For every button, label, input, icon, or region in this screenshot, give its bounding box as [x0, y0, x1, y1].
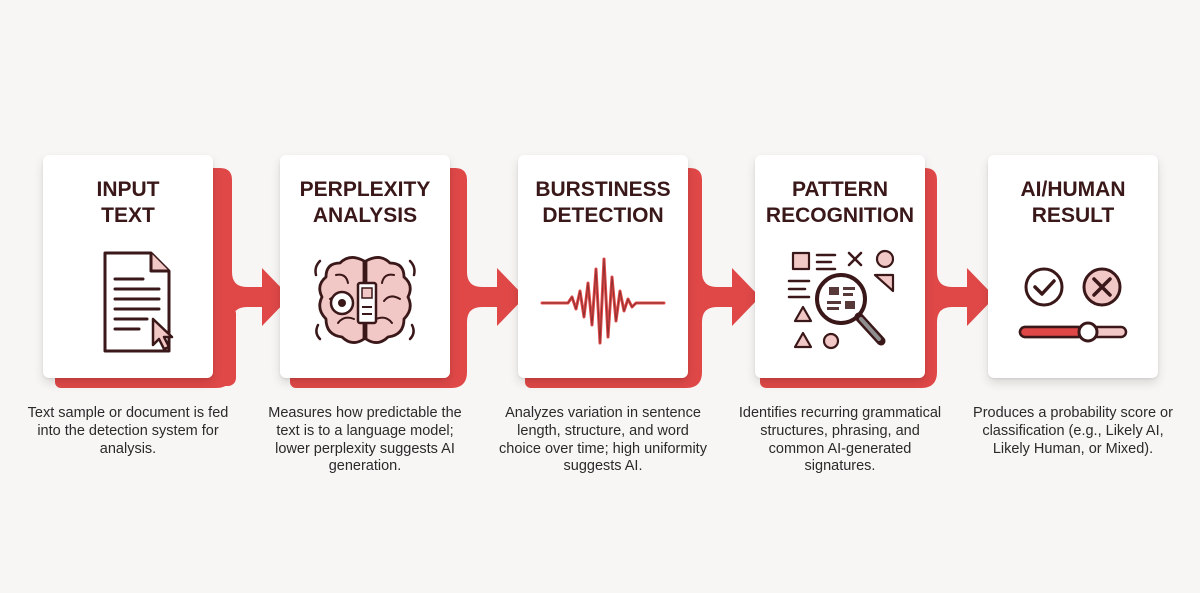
- step-title: BURSTINESS DETECTION: [535, 178, 671, 227]
- step-title: INPUT TEXT: [96, 178, 160, 227]
- step-title: PERPLEXITY ANALYSIS: [299, 178, 431, 227]
- slider-icon: [1018, 321, 1128, 343]
- step-card-input-text: INPUT TEXT: [43, 155, 213, 378]
- connector-arrow-2: [440, 168, 525, 388]
- cross-icon: [1082, 267, 1122, 307]
- step-card-perplexity-analysis: PERPLEXITY ANALYSIS: [280, 155, 450, 378]
- waveform-icon: [540, 257, 666, 345]
- brain-gear-icon: [314, 256, 416, 344]
- step-description-ai-human-result: Produces a probability score or classifi…: [973, 405, 1173, 457]
- document-cursor-icon: [103, 251, 174, 353]
- magnifier-shapes-icon: [787, 249, 895, 350]
- check-icon: [1024, 267, 1064, 307]
- step-description-perplexity-analysis: Measures how predictable the text is to …: [268, 405, 462, 475]
- step-card-ai-human-result: AI/HUMAN RESULT: [988, 155, 1158, 378]
- step-description-burstiness-detection: Analyzes variation in sentence length, s…: [499, 405, 707, 475]
- check-cross-slider-icon: [1018, 267, 1128, 343]
- connector-arrow-4: [910, 168, 995, 388]
- step-description-input-text: Text sample or document is fed into the …: [27, 405, 229, 457]
- step-card-pattern-recognition: PATTERN RECOGNITION: [755, 155, 925, 378]
- step-description-pattern-recognition: Identifies recurring grammatical structu…: [738, 405, 942, 475]
- step-title: AI/HUMAN RESULT: [1020, 178, 1126, 227]
- connector-arrow-3: [675, 168, 760, 388]
- connector-arrow-1: [205, 168, 290, 388]
- step-card-burstiness-detection: BURSTINESS DETECTION: [518, 155, 688, 378]
- step-title: PATTERN RECOGNITION: [765, 178, 915, 227]
